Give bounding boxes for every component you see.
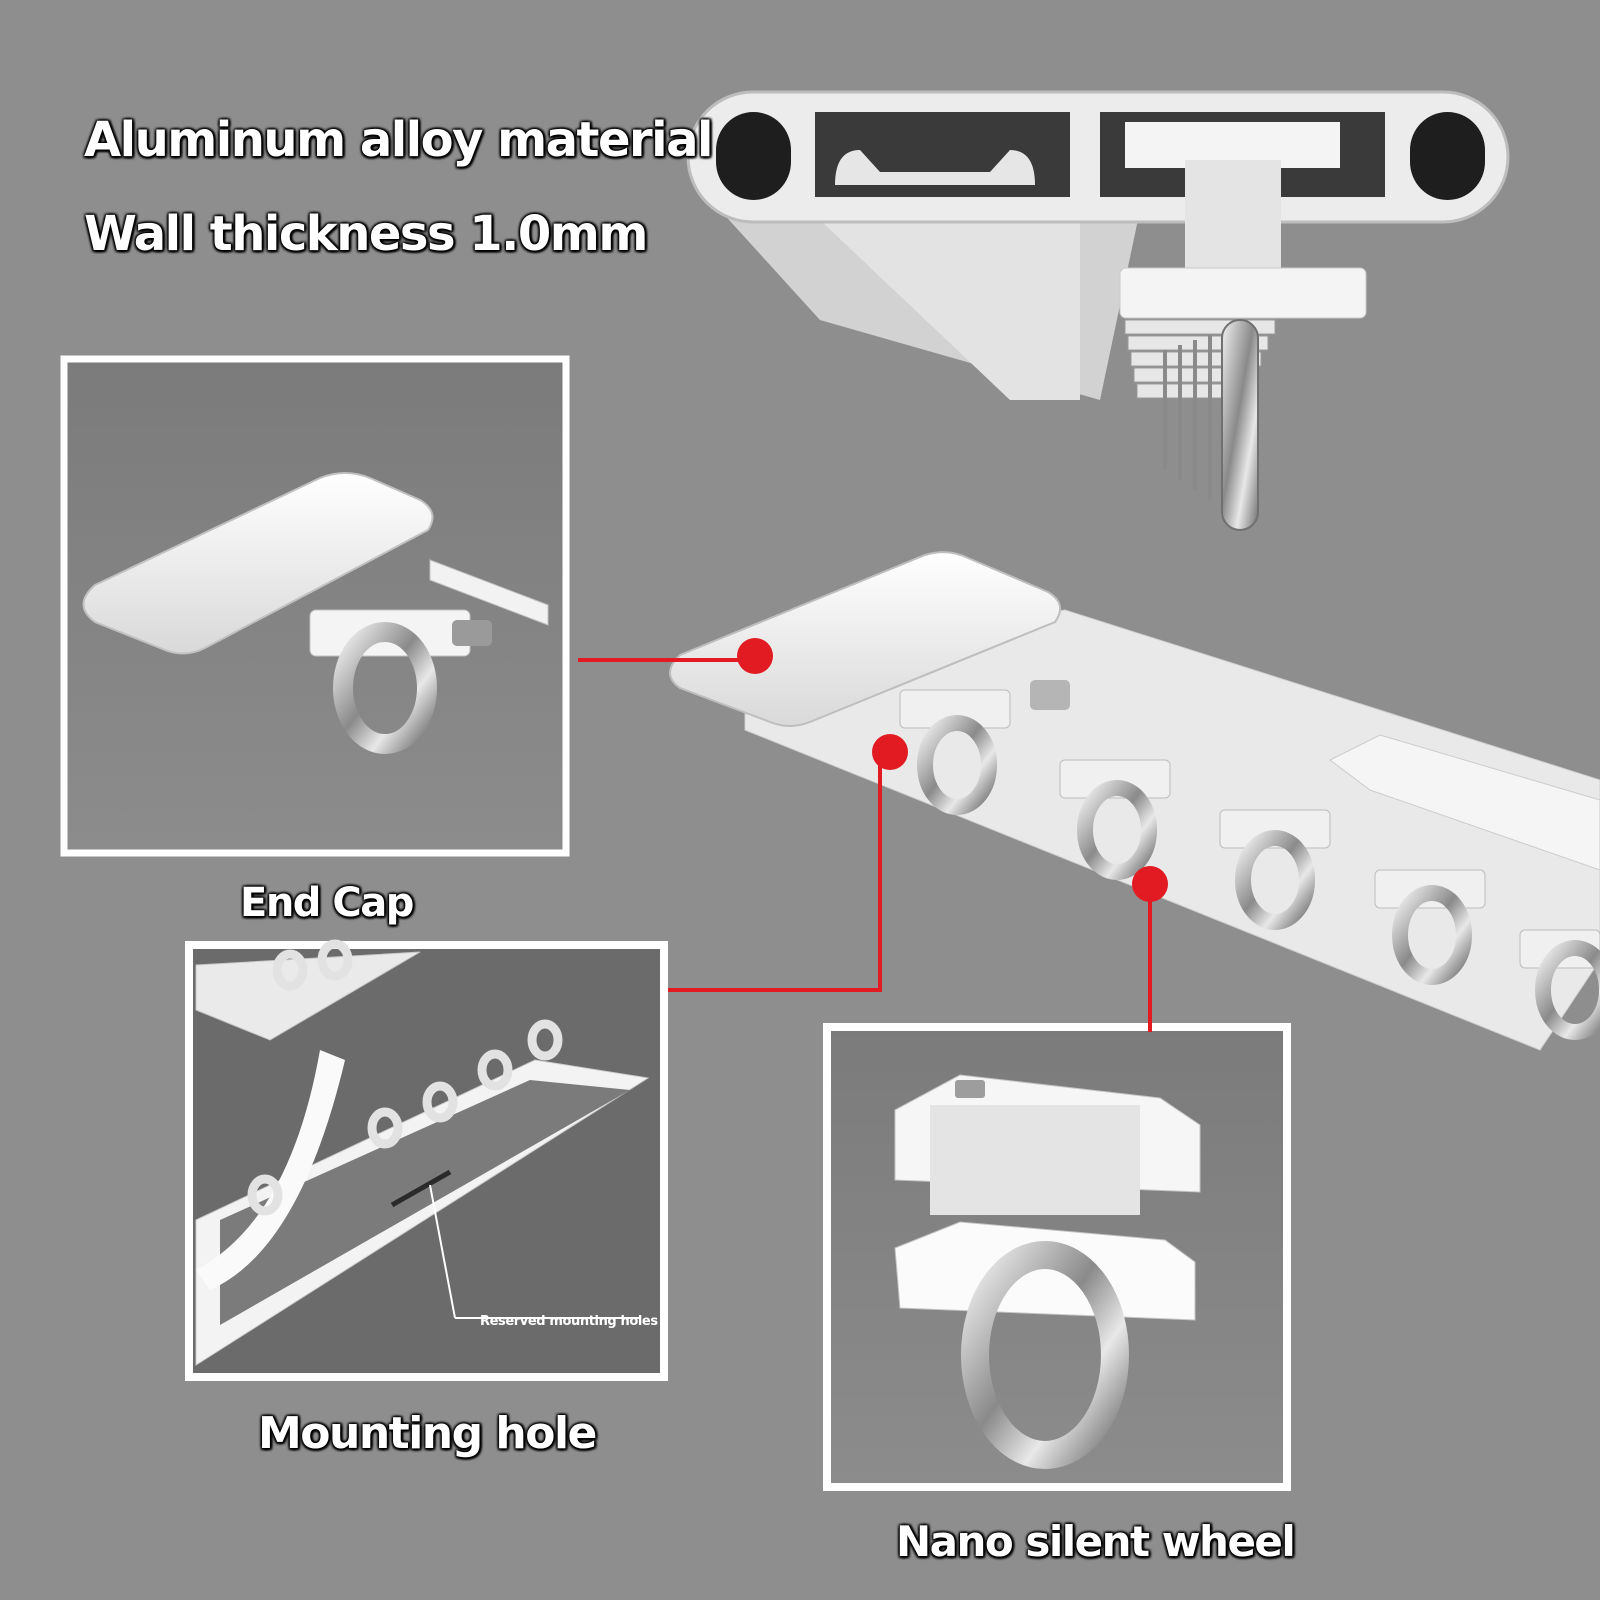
- headline-material: Aluminum alloy material: [84, 112, 713, 168]
- headline-wall-thickness: Wall thickness 1.0mm: [84, 206, 648, 262]
- caption-end-cap: End Cap: [240, 880, 414, 926]
- rail-cross-section: [686, 90, 1510, 531]
- main-rail: [669, 551, 1600, 1051]
- caption-nano-silent-wheel: Nano silent wheel: [896, 1517, 1296, 1566]
- callout-markers: [737, 638, 1168, 902]
- note-reserved-mounting-holes: Reserved mounting holes: [480, 1314, 658, 1329]
- end-cap-panel: [60, 355, 570, 857]
- caption-mounting-hole: Mounting hole: [258, 1408, 597, 1459]
- wheel-panel: [823, 1023, 1291, 1491]
- mounting-hole-panel: [185, 939, 668, 1381]
- callout-connectors: [578, 658, 1152, 1032]
